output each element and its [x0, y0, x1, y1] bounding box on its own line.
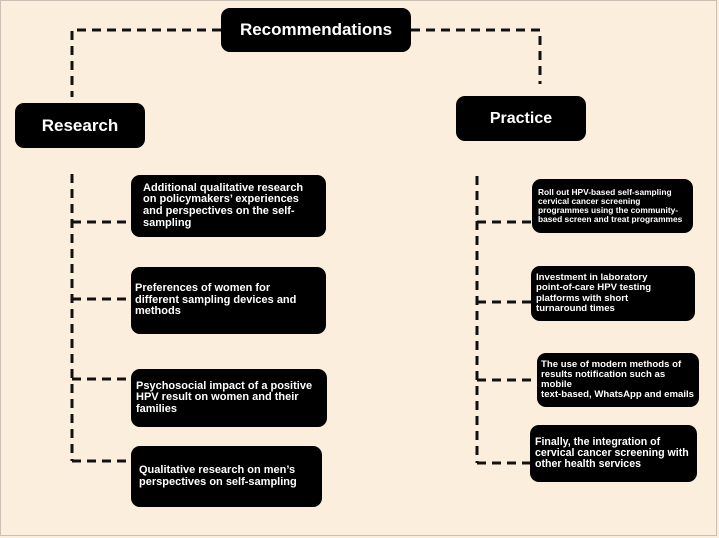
text-line: platforms with short: [536, 292, 629, 304]
text-line: on policymakers’ experiences: [143, 193, 299, 206]
research-item-3: Psychosocial impact of a positive HPV re…: [131, 369, 327, 427]
text-line: and perspectives on the self-: [143, 205, 295, 217]
practice-item-text: Roll out HPV-based self-sampling cervica…: [538, 188, 682, 223]
practice-item-text: The use of modern methods of results not…: [541, 358, 695, 401]
research-item-text: Qualitative research on men’s perspectiv…: [139, 463, 297, 488]
text-line: Qualitative research on men’s: [139, 463, 296, 476]
research-item-2: Preferences of women for different sampl…: [131, 267, 326, 334]
practice-item-1: Roll out HPV-based self-sampling cervica…: [532, 179, 693, 233]
recommendations-title: Recommendations: [239, 20, 393, 39]
text-line: perspectives on self-sampling: [139, 475, 297, 488]
text-line: Psychosocial impact of a positive: [136, 379, 313, 392]
practice-item-3: The use of modern methods of results not…: [537, 353, 699, 407]
text-line: turnaround times: [536, 302, 615, 314]
text-line: Additional qualitative research: [143, 181, 304, 194]
text-line: HPV result on women and their: [136, 391, 299, 404]
text-line: Roll out HPV-based self-sampling: [538, 187, 672, 198]
research-item-1: Additional qualitative research on polic…: [131, 175, 326, 237]
practice-heading-box: Practice: [456, 96, 586, 141]
text-line: results notification such as mobile: [541, 368, 666, 390]
text-line: point-of-care HPV testing: [536, 282, 652, 294]
research-item-text: Additional qualitative research on polic…: [143, 181, 304, 229]
text-line: cervical cancer screening: [538, 196, 641, 207]
practice-item-text: Finally, the integration of cervical can…: [535, 435, 689, 471]
text-line: cervical cancer screening with: [535, 446, 689, 459]
practice-item-2: Investment in laboratory point-of-care H…: [531, 266, 695, 321]
connector-root-research: [70, 28, 221, 97]
text-line: Preferences of women for: [135, 282, 271, 295]
practice-item-text: Investment in laboratory point-of-care H…: [536, 273, 651, 313]
text-line: different sampling devices and: [135, 293, 297, 306]
text-line: Finally, the integration of: [535, 435, 661, 448]
research-heading: Research: [41, 115, 119, 135]
text-line: based screen and treat programmes: [538, 213, 683, 224]
text-line: programmes using the community-: [538, 205, 679, 215]
text-line: sampling: [143, 216, 192, 229]
practice-heading: Practice: [489, 109, 553, 127]
text-line: text-based, WhatsApp and emails: [541, 389, 694, 401]
practice-item-4: Finally, the integration of cervical can…: [530, 425, 697, 482]
text-line: The use of modern methods of: [541, 358, 682, 370]
research-heading-box: Research: [15, 103, 145, 148]
research-item-text: Preferences of women for different sampl…: [135, 283, 296, 318]
text-line: Investment in laboratory: [536, 272, 648, 284]
text-line: methods: [135, 305, 181, 318]
research-item-text: Psychosocial impact of a positive HPV re…: [136, 379, 313, 416]
text-line: other health services: [535, 458, 641, 471]
research-item-4: Qualitative research on men’s perspectiv…: [131, 446, 322, 507]
text-line: families: [136, 402, 177, 415]
connector-root-practice: [411, 28, 542, 84]
recommendations-root-box: Recommendations: [221, 8, 411, 52]
